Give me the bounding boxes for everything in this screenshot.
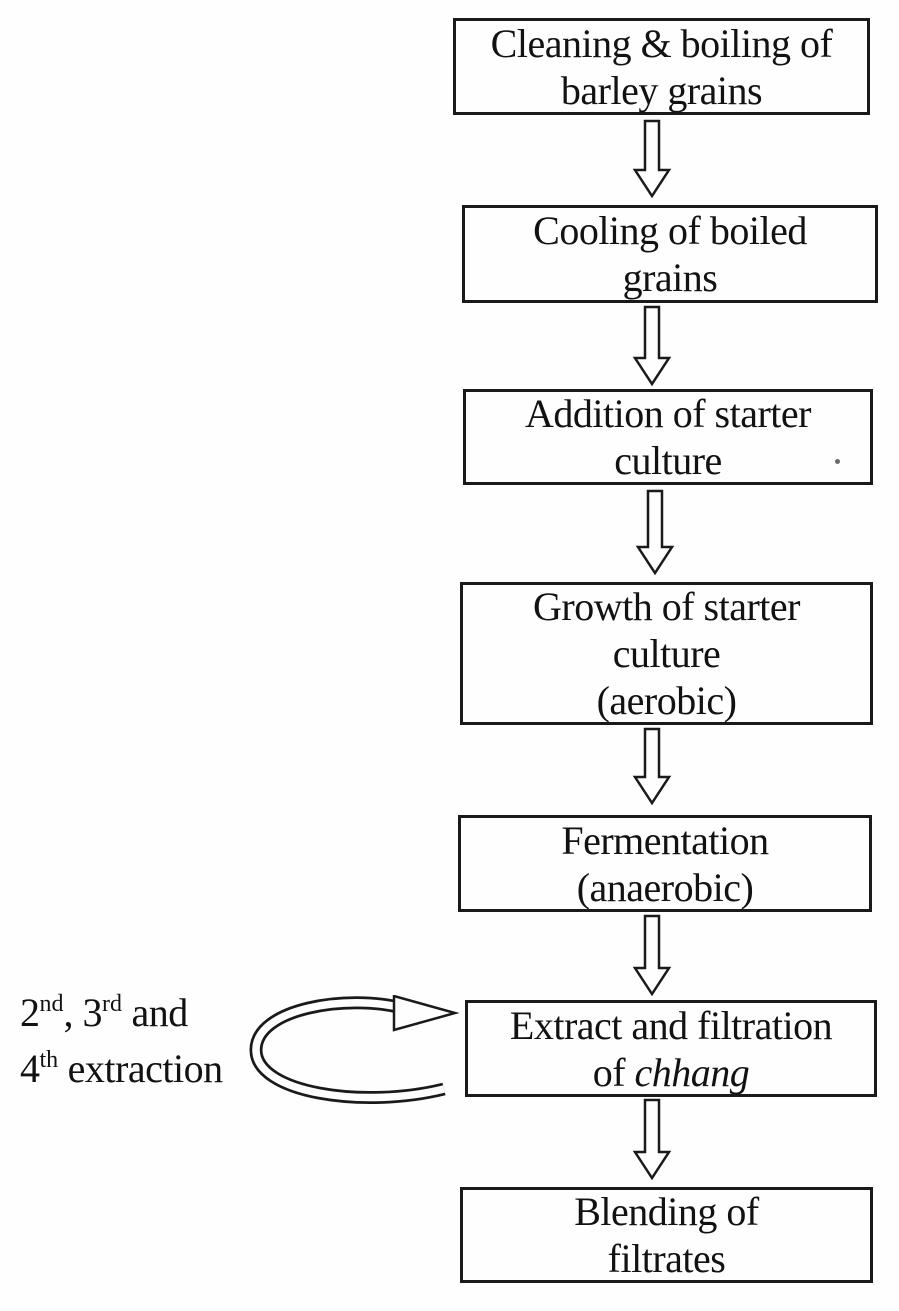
loop-arrow-icon bbox=[249, 995, 460, 1104]
step-text-line: (aerobic) bbox=[596, 678, 737, 723]
step-text-line: Fermentation bbox=[561, 817, 769, 863]
step-box-addition-starter: Addition of starter culture bbox=[463, 389, 873, 485]
step-box-cleaning-boiling: Cleaning & boiling of barley grains bbox=[453, 18, 870, 115]
step-text-line: of chhang bbox=[592, 1049, 750, 1095]
ordinal-superscript: rd bbox=[102, 991, 122, 1017]
down-arrow-icon bbox=[635, 489, 675, 575]
step-text-line: grains bbox=[622, 255, 718, 300]
step-box-extract-filtration: Extract and filtration of chhang bbox=[465, 1000, 877, 1097]
down-arrow-icon bbox=[632, 914, 672, 996]
step-text-line: culture bbox=[612, 631, 721, 676]
extraction-cycles-label: 2nd, 3rd and 4th extraction bbox=[20, 988, 260, 1100]
step-text-line: Addition of starter bbox=[525, 391, 812, 436]
step-text-line: barley grains bbox=[560, 67, 763, 113]
step-text-line: filtrates bbox=[607, 1236, 726, 1281]
step-box-blending: Blending of filtrates bbox=[460, 1187, 873, 1283]
step-box-cooling: Cooling of boiled grains bbox=[462, 205, 878, 303]
extraction-label-line2: 4th extraction bbox=[20, 1046, 223, 1091]
ordinal-superscript: th bbox=[39, 1047, 59, 1073]
step-text-line: Extract and filtration bbox=[509, 1002, 833, 1048]
ordinal-superscript: nd bbox=[39, 991, 64, 1017]
scan-speck-dot bbox=[835, 459, 840, 464]
down-arrow-icon bbox=[632, 305, 672, 386]
step-text-line: Cleaning & boiling of bbox=[490, 20, 833, 66]
step-box-fermentation: Fermentation (anaerobic) bbox=[458, 815, 872, 912]
down-arrow-icon bbox=[632, 727, 672, 805]
step-text-line: Blending of bbox=[574, 1189, 759, 1234]
step-text-line: (anaerobic) bbox=[576, 864, 754, 910]
extraction-label-line1: 2nd, 3rd and bbox=[20, 990, 188, 1035]
down-arrow-icon bbox=[632, 119, 672, 198]
chhang-italic-word: chhang bbox=[634, 1049, 750, 1095]
step-text-line: Cooling of boiled bbox=[533, 208, 807, 253]
down-arrow-icon bbox=[632, 1098, 672, 1180]
step-box-growth-starter: Growth of starter culture (aerobic) bbox=[460, 582, 873, 725]
step-text-line: Growth of starter bbox=[533, 584, 800, 629]
step-text-line: culture bbox=[614, 438, 722, 483]
